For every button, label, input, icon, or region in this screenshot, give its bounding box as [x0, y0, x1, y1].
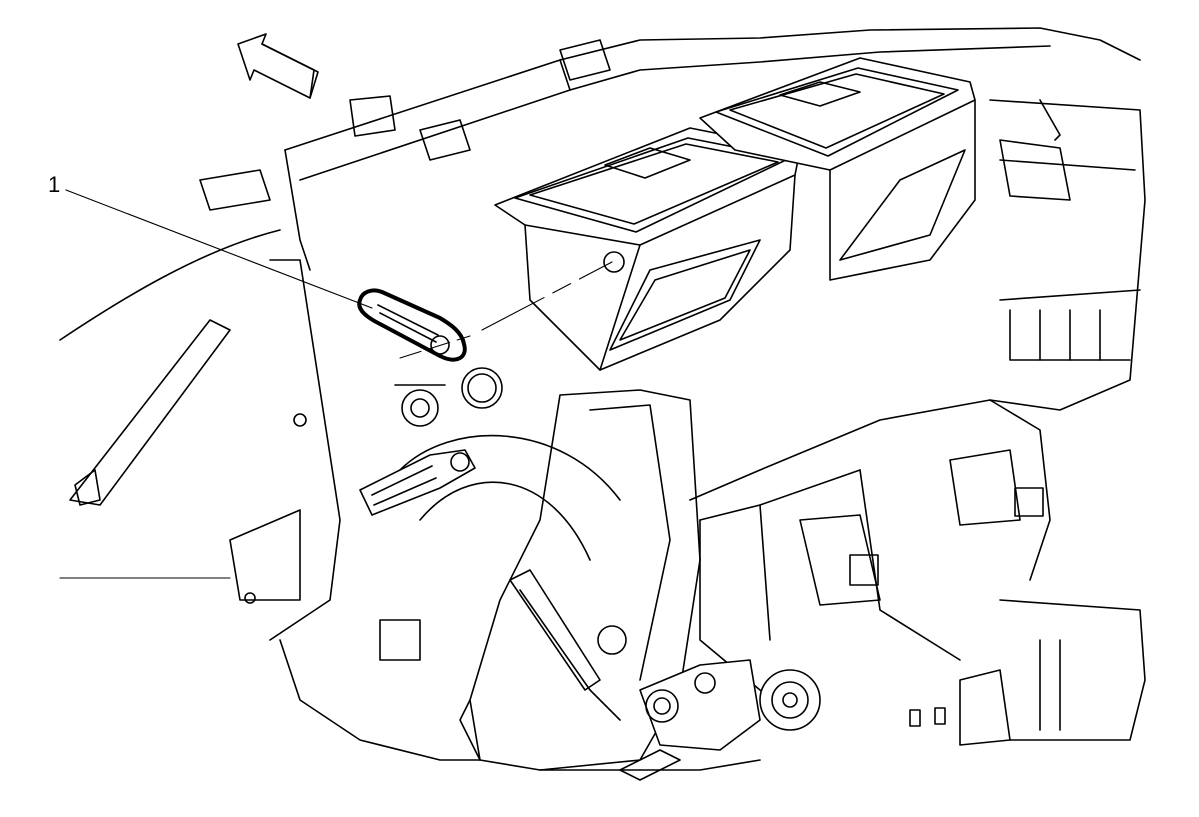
door-shaft-pivot [603, 251, 625, 273]
actuator-gears [619, 659, 821, 781]
ring-seal [461, 367, 503, 409]
callout-leader-1 [65, 189, 373, 309]
bottom-base [459, 699, 761, 771]
filter-door-left [494, 127, 801, 246]
left-bracket [59, 169, 481, 761]
direction-arrow [237, 33, 319, 99]
linkage-arm [509, 569, 621, 721]
callout-number-1: 1 [48, 172, 61, 197]
upper-housing [284, 27, 1141, 271]
heater-case [399, 389, 701, 771]
install-path-line [399, 261, 613, 359]
lower-slotted-lever [359, 449, 476, 516]
distribution-duct [689, 399, 1146, 746]
right-duct-section [989, 99, 1146, 411]
filter-housing-lower [524, 99, 976, 371]
slotted-door-lever [357, 288, 467, 362]
rotary-knob [394, 384, 446, 427]
